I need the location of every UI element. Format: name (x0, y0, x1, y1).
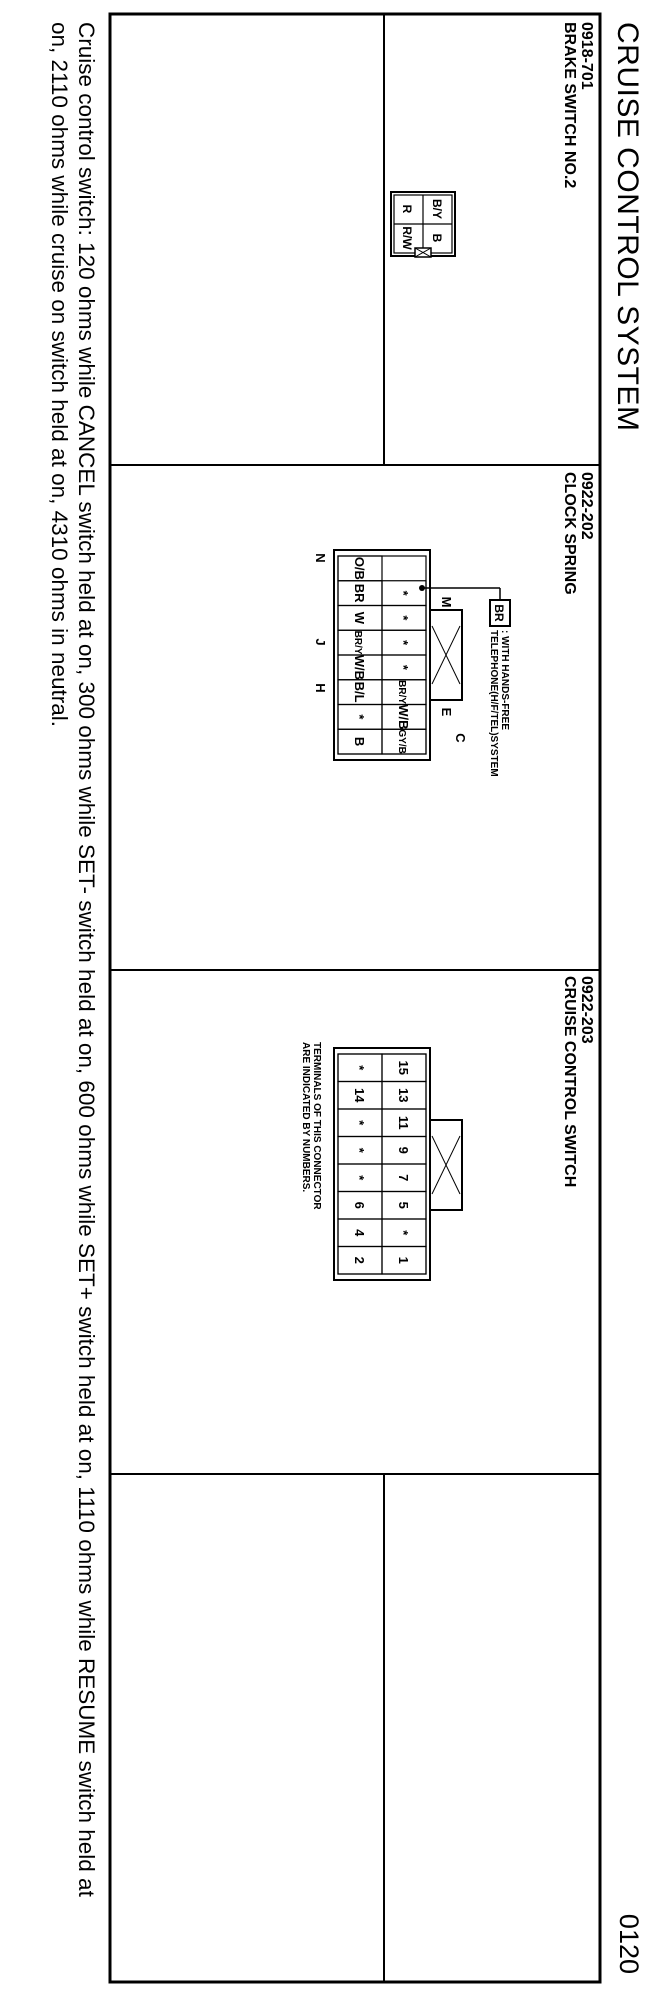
brake-terminal-4: R/W (400, 226, 414, 250)
cruise-switch-row2-terminal: * (352, 1148, 367, 1154)
cruise-switch-connector: 15 13 11 9 7 5 * 1 * 14 * * * 6 4 2 TERMINALS OF THIS … (302, 1042, 463, 1281)
label-bottom-2: J (313, 638, 328, 645)
clock-spring-row1-terminal: * (396, 591, 411, 597)
cruise-switch-row2-terminal: 6 (352, 1202, 367, 1209)
label-bottom-1: N (313, 553, 328, 562)
cruise-switch-row1-terminal: 1 (396, 1257, 411, 1264)
callout-wire: BR (492, 604, 506, 622)
clock-spring-row1: * * * * BR/YW/BGY/B (381, 580, 427, 755)
clock-spring-row2-terminal: O/B (352, 557, 367, 580)
brake-switch-name: BRAKE SWITCH NO.2 (561, 22, 578, 189)
clock-spring-row2: O/B BR W BR/YW/B B/L * B (337, 555, 383, 755)
cruise-switch-row2-terminal: 14 (352, 1088, 367, 1103)
clock-spring-row2-cell (337, 728, 383, 755)
brake-terminal-2: B (430, 234, 444, 243)
brake-switch-connector: B/Y B R R/W (390, 191, 456, 258)
terminal-note-2: ARE INDICATED BY NUMBERS. (302, 1042, 311, 1192)
cruise-switch-row2-cell (337, 1245, 383, 1275)
clock-spring-row1-terminal: BR/Y (396, 680, 407, 704)
clock-spring-row1-terminal: GY/B (396, 729, 407, 753)
cruise-switch-name: CRUISE CONTROL SWITCH (561, 976, 578, 1188)
label-top-2: E (439, 708, 454, 717)
clock-spring-row2-terminal: W/B (352, 655, 367, 680)
cruise-switch-row1-terminal: 11 (396, 1116, 411, 1130)
clock-spring-row2-terminal: B (352, 737, 367, 746)
clock-spring-row1-terminal: * (396, 615, 411, 621)
clock-spring-row2-terminal: * (352, 714, 367, 720)
label-top-1: M (439, 597, 454, 608)
clock-spring-row1-terminal: * (396, 665, 411, 671)
cruise-switch-row2-terminal: 2 (352, 1257, 367, 1264)
clock-spring-name: CLOCK SPRING (561, 472, 578, 595)
clock-spring-row1-terminal: * (396, 640, 411, 646)
cruise-switch-row1-terminal: 13 (396, 1088, 411, 1102)
cruise-switch-row1-terminal: 15 (396, 1061, 411, 1075)
cruise-switch-row2: * 14 * * * 6 4 2 (337, 1053, 383, 1275)
footnote: Cruise control switch: 120 ohms while CA… (47, 22, 99, 1897)
clock-spring-code: 0922-202 (578, 472, 595, 540)
brake-terminal-3: R (400, 205, 414, 214)
callout-text-2: TELEPHONE(H/F/TEL)SYSTEM (488, 630, 499, 777)
terminal-note-1: TERMINALS OF THIS CONNECTOR (311, 1042, 322, 1210)
cruise-switch-row1-terminal: 7 (396, 1174, 411, 1181)
brake-switch-code: 0918-701 (578, 22, 595, 90)
clock-spring-row1-terminal: W/B (396, 704, 411, 729)
clock-spring-row2-terminal: BR (352, 584, 367, 603)
cruise-switch-row2-terminal: * (352, 1065, 367, 1071)
callout-text-1: : WITH HANDS-FREE (499, 630, 510, 730)
clock-spring-row2-terminal: BR/Y (352, 631, 363, 655)
cruise-switch-row1-terminal: * (396, 1230, 411, 1236)
clock-spring-row2-terminal: B/L (352, 682, 367, 703)
cruise-switch-row1: 15 13 11 9 7 5 * 1 (381, 1053, 427, 1275)
brake-terminal-1: B/Y (430, 199, 444, 219)
cruise-switch-row2-terminal: 4 (352, 1229, 367, 1237)
label-bottom-3: H (313, 683, 328, 692)
cruise-switch-row2-terminal: * (352, 1175, 367, 1181)
cruise-switch-row2-terminal: * (352, 1120, 367, 1126)
label-top-3: C (453, 733, 468, 743)
cruise-switch-code: 0922-203 (578, 976, 595, 1044)
cruise-switch-row1-terminal: 9 (396, 1147, 411, 1154)
cruise-switch-row1-terminal: 5 (396, 1202, 411, 1209)
clock-spring-row2-terminal: W (352, 612, 367, 625)
